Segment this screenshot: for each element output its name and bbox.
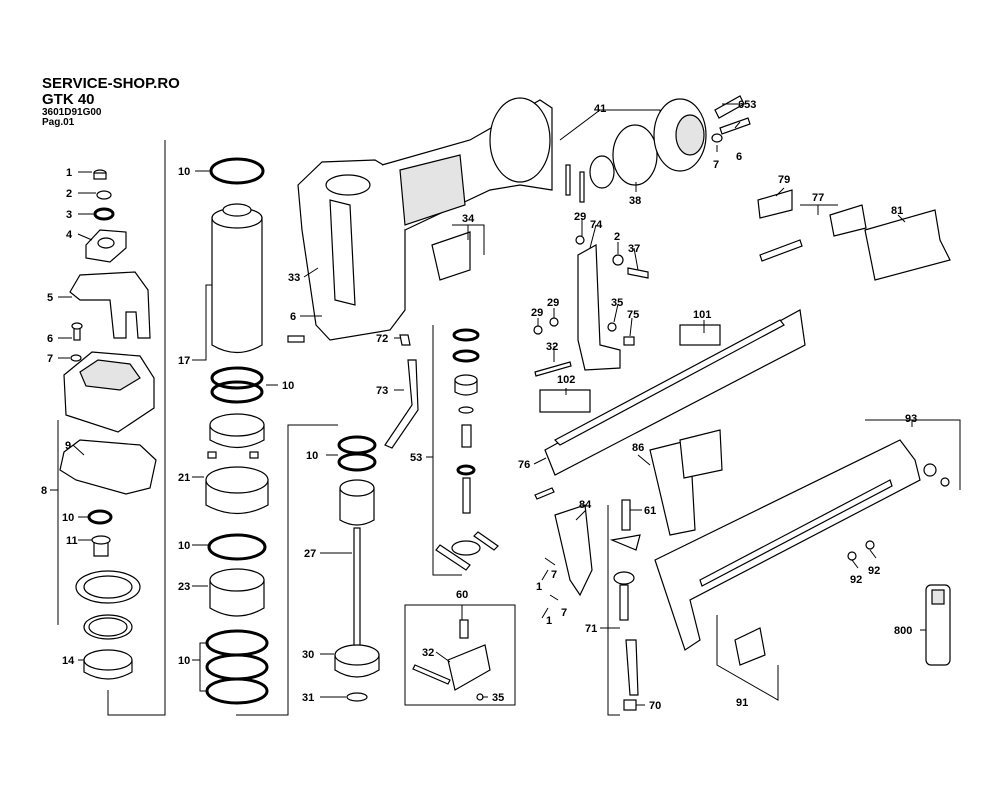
bracket-lines — [57, 109, 961, 716]
label-10-piston: 10 — [306, 450, 318, 462]
magazine-rail — [534, 309, 806, 500]
label-32-trigger: 32 — [422, 647, 434, 659]
driver-assembly — [334, 328, 499, 702]
label-27: 27 — [304, 548, 316, 560]
label-17: 17 — [178, 355, 190, 367]
label-8: 8 — [41, 485, 47, 497]
label-6-body: 6 — [290, 311, 296, 323]
left-column-parts — [59, 169, 157, 680]
label-6-cap: 6 — [736, 151, 742, 163]
latch-parts — [757, 189, 951, 281]
label-79: 79 — [778, 174, 790, 186]
label-35-bracket: 35 — [611, 297, 623, 309]
label-10-bottom: 10 — [178, 655, 190, 667]
label-21: 21 — [178, 472, 190, 484]
model-title: GTK 40 — [42, 90, 95, 108]
label-1-nose-a: 1 — [536, 581, 542, 593]
label-2-left: 2 — [66, 188, 72, 200]
label-35-trigger: 35 — [492, 692, 504, 704]
tool-body — [287, 97, 553, 343]
label-71: 71 — [585, 623, 597, 635]
label-10-left: 10 — [62, 512, 74, 524]
leader-lines — [50, 103, 926, 706]
label-29-a: 29 — [531, 307, 543, 319]
label-11: 11 — [66, 535, 78, 547]
end-cap-parts — [431, 95, 751, 281]
label-37: 37 — [628, 243, 640, 255]
bracket-74 — [533, 235, 649, 377]
label-102: 102 — [557, 374, 575, 386]
label-86: 86 — [632, 442, 644, 454]
label-32-bracket: 32 — [546, 341, 558, 353]
label-29-top: 29 — [574, 211, 586, 223]
label-6-left: 6 — [47, 333, 53, 345]
label-31: 31 — [302, 692, 314, 704]
label-7-nose-b: 7 — [561, 607, 567, 619]
trigger-assembly — [412, 619, 491, 701]
label-75: 75 — [627, 309, 639, 321]
label-92-b: 92 — [868, 565, 880, 577]
label-77: 77 — [812, 192, 824, 204]
label-60: 60 — [456, 589, 468, 601]
label-10-mid: 10 — [282, 380, 294, 392]
label-23: 23 — [178, 581, 190, 593]
label-33: 33 — [288, 272, 300, 284]
label-30: 30 — [302, 649, 314, 661]
page-number: Pag.01 — [42, 117, 75, 128]
label-101: 101 — [693, 309, 711, 321]
label-41: 41 — [594, 103, 606, 115]
label-29-b: 29 — [547, 297, 559, 309]
label-92-a: 92 — [850, 574, 862, 586]
label-61: 61 — [644, 505, 656, 517]
pusher-bar — [654, 439, 950, 666]
label-7-left: 7 — [47, 353, 53, 365]
label-14: 14 — [62, 655, 75, 667]
label-10-lower: 10 — [178, 540, 190, 552]
label-91: 91 — [736, 697, 748, 709]
site-title: SERVICE-SHOP.RO — [42, 75, 180, 92]
label-74: 74 — [590, 219, 603, 231]
callout-labels: 1 2 3 4 5 6 7 8 9 10 11 14 10 17 10 21 1… — [41, 99, 917, 712]
label-653: 653 — [738, 99, 756, 111]
label-38: 38 — [629, 195, 641, 207]
label-1-top: 1 — [66, 167, 72, 179]
label-76: 76 — [518, 459, 530, 471]
label-93: 93 — [905, 413, 917, 425]
label-4: 4 — [66, 229, 73, 241]
label-53: 53 — [410, 452, 422, 464]
label-70: 70 — [649, 700, 661, 712]
label-84: 84 — [579, 499, 592, 511]
label-72: 72 — [376, 333, 388, 345]
label-7-cap: 7 — [713, 159, 719, 171]
label-1-nose-b: 1 — [546, 615, 552, 627]
label-800: 800 — [894, 625, 912, 637]
label-5: 5 — [47, 292, 53, 304]
grease-tube — [925, 584, 951, 666]
header: SERVICE-SHOP.RO GTK 40 3601D91G00 Pag.01 — [42, 76, 180, 129]
nose-parts — [554, 429, 723, 711]
label-9: 9 — [65, 440, 71, 452]
part-code: 3601D91G00 — [42, 106, 102, 118]
label-81: 81 — [891, 205, 903, 217]
label-34: 34 — [462, 213, 475, 225]
center-column-parts — [205, 157, 269, 705]
label-7-nose-a: 7 — [551, 569, 557, 581]
label-3: 3 — [66, 209, 72, 221]
label-10-top: 10 — [178, 166, 190, 178]
label-73: 73 — [376, 385, 388, 397]
label-2-right: 2 — [614, 231, 620, 243]
